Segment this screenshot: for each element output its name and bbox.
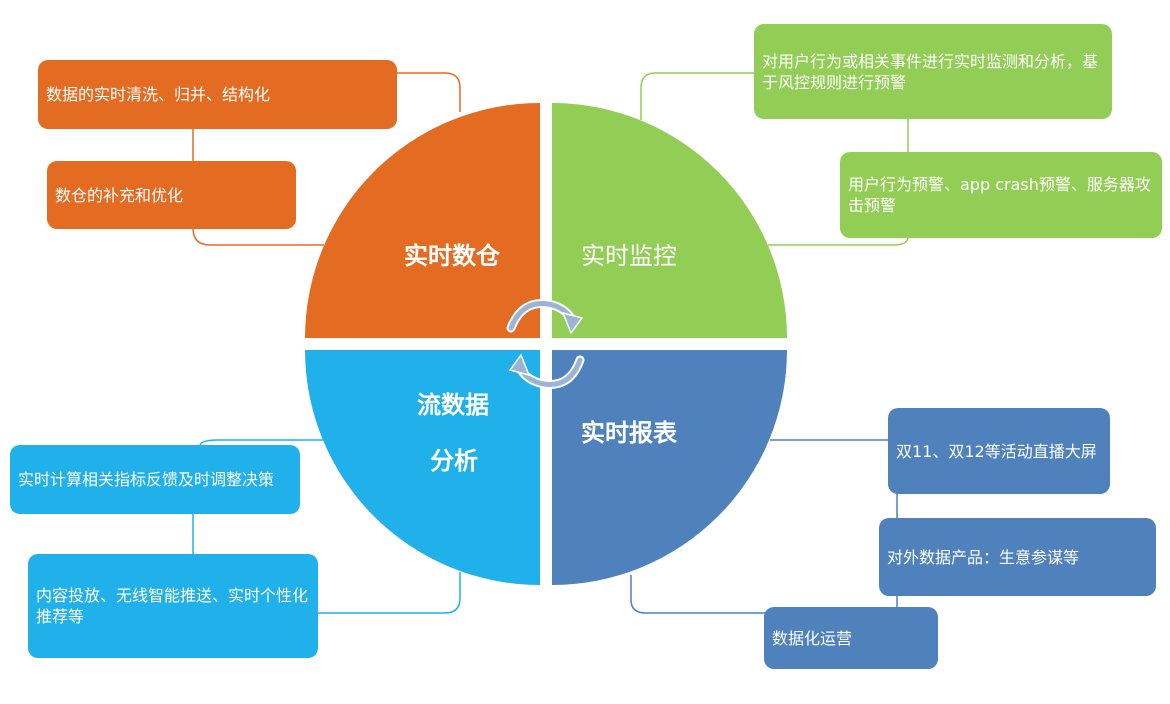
quadrant-top-right bbox=[552, 103, 787, 338]
box-cyan-metrics-feedback: 实时计算相关指标反馈及时调整决策 bbox=[10, 445, 300, 514]
box-green-monitoring: 对用户行为或相关事件进行实时监测和分析，基于风控规则进行预警 bbox=[754, 24, 1112, 119]
quadrant-bottom-left bbox=[305, 350, 540, 585]
box-steel-data-products-text: 对外数据产品：生意参谋等 bbox=[887, 547, 1080, 567]
connector-orange-bottom bbox=[192, 227, 324, 246]
box-steel-data-operations-text: 数据化运营 bbox=[772, 628, 853, 648]
connector-cyan-top bbox=[199, 439, 325, 447]
box-green-alerts-text: 用户行为预警、app crash预警、服务器攻击预警 bbox=[848, 175, 1151, 215]
box-steel-data-operations: 数据化运营 bbox=[764, 607, 938, 669]
connector-steel-bottom bbox=[630, 575, 766, 614]
quadrant-title-realtime-monitoring: 实时监控 bbox=[581, 242, 677, 270]
box-orange-cleaning: 数据的实时清洗、归并、结构化 bbox=[38, 60, 397, 129]
quadrant-bottom-right bbox=[552, 350, 787, 585]
connector-green-top bbox=[640, 72, 756, 120]
box-orange-cleaning-text: 数据的实时清洗、归并、结构化 bbox=[46, 85, 271, 104]
connector-green-bottom bbox=[768, 236, 909, 246]
box-steel-data-products: 对外数据产品：生意参谋等 bbox=[879, 518, 1156, 596]
box-green-monitoring-text: 对用户行为或相关事件进行实时监测和分析，基于风控规则进行预警 bbox=[762, 51, 1099, 92]
box-orange-warehouse-supplement-text: 数仓的补充和优化 bbox=[55, 185, 184, 205]
box-cyan-content-push: 内容投放、无线智能推送、实时个性化推荐等 bbox=[28, 554, 318, 658]
box-cyan-metrics-feedback-text: 实时计算相关指标反馈及时调整决策 bbox=[18, 470, 275, 489]
quadrant-title-stream-analysis-line2: 分析 bbox=[430, 447, 478, 475]
box-steel-live-screen: 双11、双12等活动直播大屏 bbox=[888, 408, 1110, 494]
quadrant-title-realtime-warehouse: 实时数仓 bbox=[404, 242, 500, 270]
connector-cyan-bottom bbox=[316, 572, 461, 614]
quadrant-top-left bbox=[305, 103, 540, 338]
quadrant-title-stream-analysis-line1: 流数据 bbox=[417, 391, 489, 419]
box-cyan-content-push-text: 内容投放、无线智能推送、实时个性化推荐等 bbox=[36, 586, 309, 626]
box-orange-warehouse-supplement: 数仓的补充和优化 bbox=[47, 161, 296, 229]
connector-orange-top bbox=[396, 72, 461, 112]
quadrant-title-realtime-report: 实时报表 bbox=[581, 419, 677, 447]
box-steel-live-screen-text: 双11、双12等活动直播大屏 bbox=[896, 441, 1097, 461]
box-green-alerts: 用户行为预警、app crash预警、服务器攻击预警 bbox=[840, 152, 1162, 238]
cycle-arrows-icon bbox=[506, 299, 585, 389]
